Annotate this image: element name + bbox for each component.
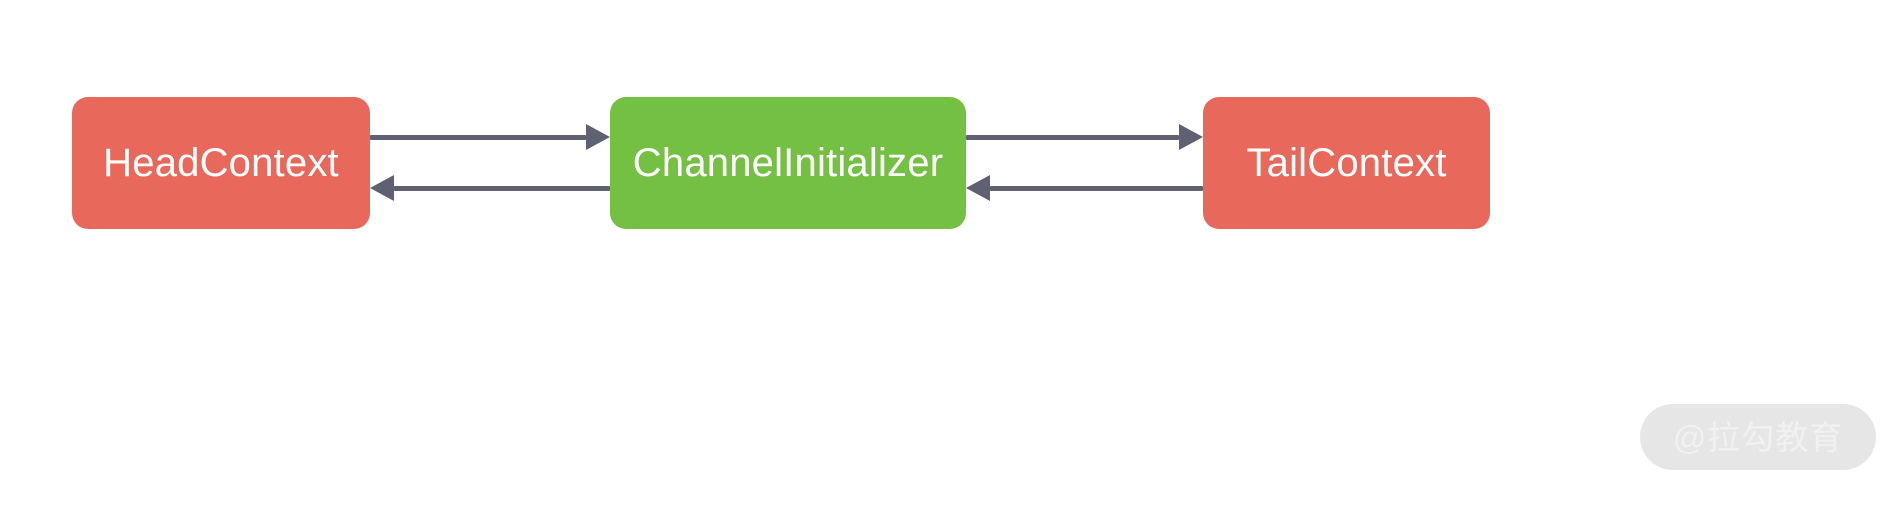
arrowhead-left-icon (966, 175, 990, 201)
node-head-context-label: HeadContext (103, 141, 339, 185)
node-tail-context[interactable]: TailContext (1203, 97, 1490, 229)
node-channel-initializer[interactable]: ChannelInitializer (610, 97, 966, 229)
edge-line (370, 135, 586, 140)
watermark-badge: @拉勾教育 (1640, 404, 1876, 470)
edge-line (990, 186, 1203, 191)
node-channel-initializer-label: ChannelInitializer (632, 141, 944, 185)
arrowhead-left-icon (370, 175, 394, 201)
node-tail-context-label: TailContext (1246, 141, 1447, 185)
watermark-label: @拉勾教育 (1672, 418, 1844, 456)
arrowhead-right-icon (1179, 124, 1203, 150)
arrowhead-right-icon (586, 124, 610, 150)
node-head-context[interactable]: HeadContext (72, 97, 370, 229)
edge-line (394, 186, 610, 191)
edge-line (966, 135, 1179, 140)
